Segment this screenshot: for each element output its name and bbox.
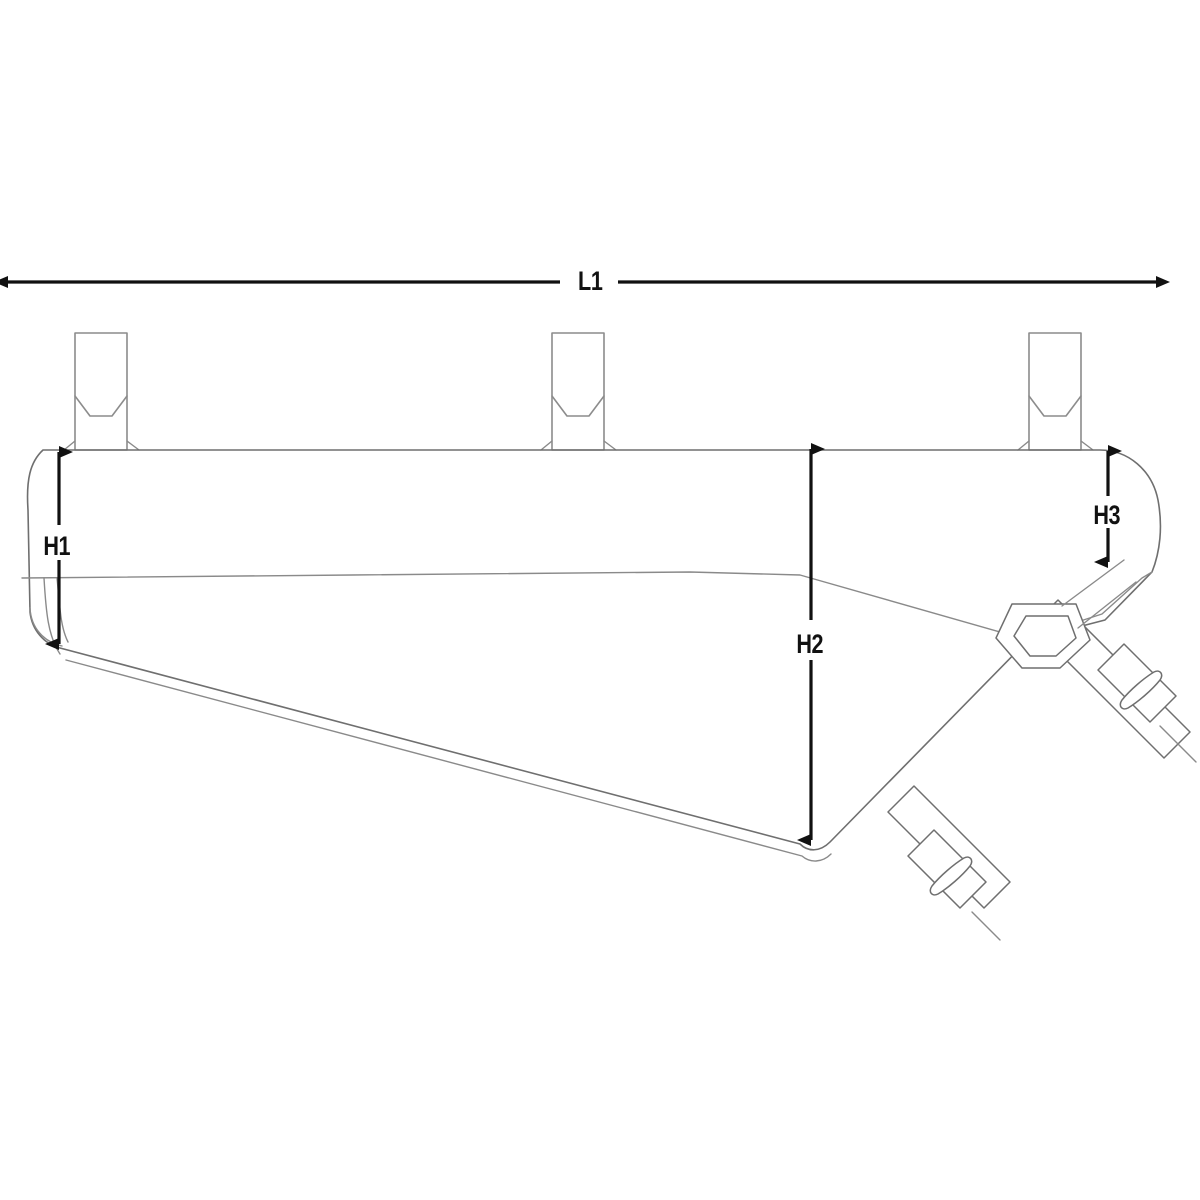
mounting-tab-rear	[1017, 332, 1094, 451]
bag-body-outline	[21, 449, 1162, 862]
dimension-label-l1: L1	[578, 266, 603, 296]
strap-lower-right	[887, 785, 1011, 941]
dimension-label-h3: H3	[1093, 500, 1121, 530]
dimension-label-h1: H1	[43, 531, 71, 561]
strap-v-clip	[995, 559, 1137, 669]
mounting-tab-front	[63, 332, 140, 451]
mounting-tab-middle	[540, 332, 617, 451]
dimension-label-h2: H2	[796, 629, 824, 659]
